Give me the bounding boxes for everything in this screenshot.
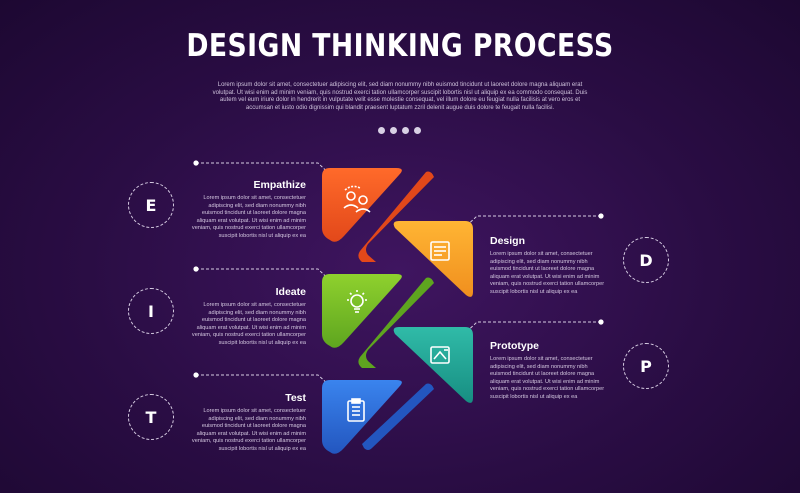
- connector-dots: [193, 160, 604, 378]
- dot: [390, 127, 397, 134]
- step-desc-design: Lorem ipsum dolor sit amet, consectetuer…: [490, 251, 605, 295]
- letter-circle-d: D: [623, 237, 669, 283]
- step-title-test: Test: [285, 392, 306, 404]
- checklist-icon: [347, 398, 365, 422]
- step-shape-empathize: [322, 168, 402, 242]
- dot: [378, 127, 385, 134]
- dot: [402, 127, 409, 134]
- blueprint-icon: [430, 241, 450, 261]
- connector-design: [459, 215, 601, 233]
- chevron-arm-orange: [358, 171, 434, 262]
- step-title-prototype: Prototype: [490, 340, 540, 352]
- step-desc-prototype: Lorem ipsum dolor sit amet, consectetuer…: [490, 356, 605, 400]
- step-shape-ideate: [322, 274, 402, 348]
- step-desc-ideate: Lorem ipsum dolor sit amet, consectetuer…: [191, 302, 306, 346]
- chevron-arm-blue: [362, 383, 434, 450]
- prototype-drawing-icon: [430, 346, 450, 364]
- step-shape-design: [393, 221, 473, 297]
- pagination-dots: [378, 127, 421, 134]
- page-subtitle: Lorem ipsum dolor sit amet, consectetuer…: [212, 82, 588, 111]
- letter-circle-e: E: [128, 182, 174, 228]
- step-desc-empathize: Lorem ipsum dolor sit amet, consectetuer…: [191, 195, 306, 239]
- page-title: DESIGN THINKING PROCESS: [186, 28, 614, 64]
- step-shape-prototype: [393, 327, 473, 403]
- step-shape-test: [322, 380, 402, 454]
- step-title-empathize: Empathize: [253, 179, 306, 191]
- chevron-arm-green: [358, 277, 434, 368]
- step-title-ideate: Ideate: [275, 286, 306, 298]
- connector-prototype: [459, 321, 601, 339]
- chevron-shapes: [322, 168, 473, 454]
- step-title-design: Design: [490, 235, 526, 247]
- lightbulb-icon: [347, 290, 367, 313]
- letter-circle-i: I: [128, 288, 174, 334]
- letter-circle-p: P: [623, 343, 669, 389]
- letter-circle-t: T: [128, 394, 174, 440]
- people-cycle-icon: [343, 185, 371, 213]
- step-desc-test: Lorem ipsum dolor sit amet, consectetuer…: [191, 408, 306, 452]
- dot: [414, 127, 421, 134]
